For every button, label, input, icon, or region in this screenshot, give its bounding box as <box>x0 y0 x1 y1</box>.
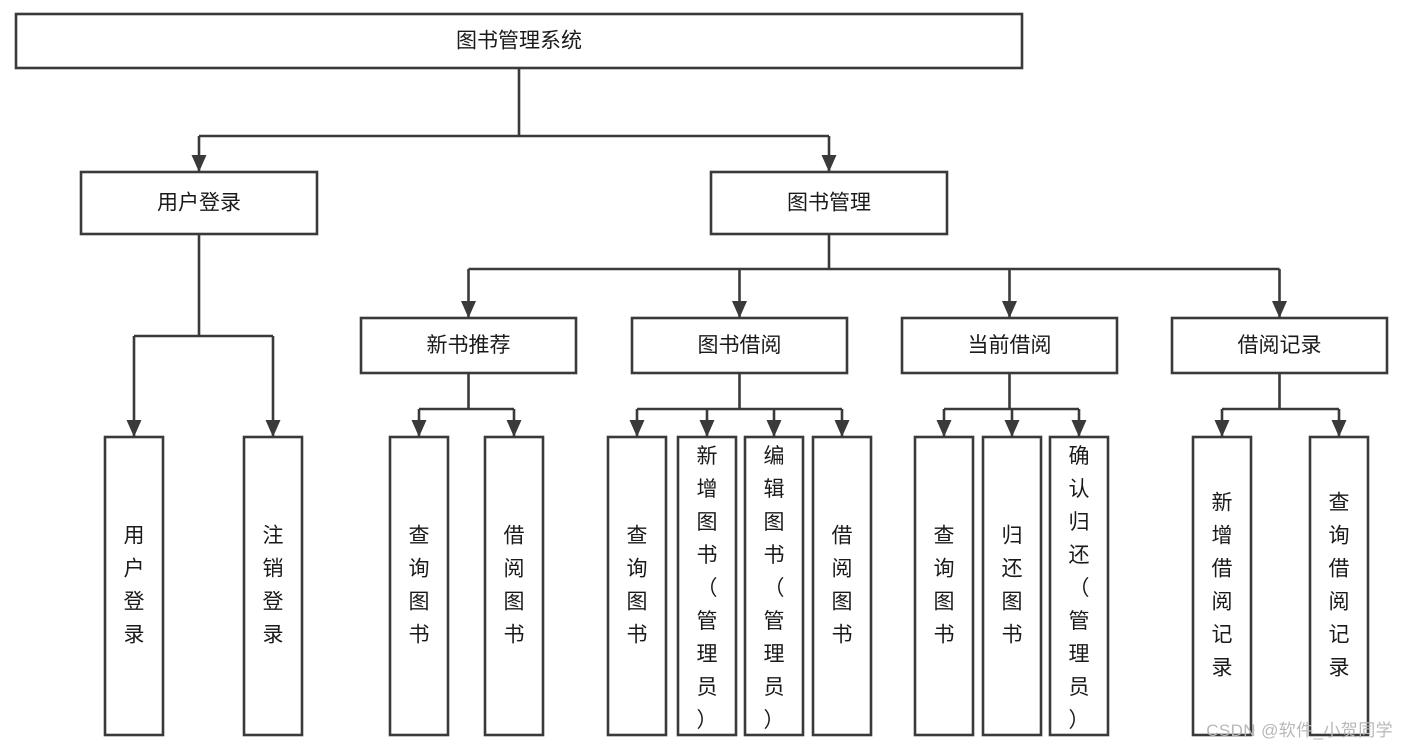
node-box-leaf-borrow-edit <box>743 435 805 737</box>
node-leaf-borrow-query[interactable]: 查询图书 <box>606 435 668 737</box>
node-box-book-manage <box>709 170 949 236</box>
node-leaf-rec-add[interactable]: 新增借阅记录 <box>1191 435 1253 737</box>
node-root[interactable]: 图书管理系统 <box>14 12 1024 70</box>
arrow-head-icon <box>936 420 952 437</box>
node-leaf-borrow-add[interactable]: 新增图书（管理员） <box>676 435 738 737</box>
arrow-head-icon <box>1004 420 1020 437</box>
arrow-head-icon <box>834 420 850 437</box>
arrow-head-icon <box>461 301 476 318</box>
node-box-user-login <box>79 170 319 236</box>
node-leaf-rec-query[interactable]: 查询图书 <box>388 435 450 737</box>
node-leaf-cur-return[interactable]: 归还图书 <box>981 435 1043 737</box>
node-label-leaf-borrow-lend: 借阅图书 <box>832 524 853 646</box>
watermark: CSDN @软件_小贺同学 <box>1206 721 1393 740</box>
edge-group-root <box>191 68 837 172</box>
node-book-manage[interactable]: 图书管理 <box>709 170 949 236</box>
node-box-leaf-cur-query <box>913 435 975 737</box>
node-leaf-cur-query[interactable]: 查询图书 <box>913 435 975 737</box>
node-box-leaf-rec-search <box>1308 435 1370 737</box>
node-label-new-book-rec: 新书推荐 <box>427 334 511 357</box>
node-label-root: 图书管理系统 <box>456 30 582 53</box>
edge-group-user-login <box>126 234 281 437</box>
node-label-leaf-cur-query: 查询图书 <box>934 524 955 646</box>
node-box-leaf-rec-add <box>1191 435 1253 737</box>
node-label-leaf-borrow-query: 查询图书 <box>627 524 648 646</box>
node-label-leaf-rec-query: 查询图书 <box>409 524 430 646</box>
node-box-root <box>14 12 1024 70</box>
node-box-leaf-borrow-add <box>676 435 738 737</box>
node-box-leaf-rec-borrow <box>483 435 545 737</box>
node-label-leaf-cur-return: 归还图书 <box>1002 524 1023 646</box>
node-label-user-login: 用户登录 <box>157 192 241 215</box>
node-borrow-record[interactable]: 借阅记录 <box>1170 316 1389 375</box>
arrow-head-icon <box>1002 301 1017 318</box>
arrow-head-icon <box>629 420 645 437</box>
node-label-book-borrow: 图书借阅 <box>698 334 782 357</box>
node-box-leaf-user-login <box>103 435 165 737</box>
arrow-head-icon <box>1214 420 1230 437</box>
node-box-leaf-rec-query <box>388 435 450 737</box>
node-label-leaf-rec-borrow: 借阅图书 <box>504 524 525 646</box>
node-label-leaf-cur-confirm: 确认归还（管理员） <box>1069 445 1090 732</box>
node-box-leaf-borrow-query <box>606 435 668 737</box>
arrow-head-icon <box>1071 420 1087 437</box>
node-box-borrow-record <box>1170 316 1389 375</box>
node-label-borrow-record: 借阅记录 <box>1238 334 1322 357</box>
node-new-book-rec[interactable]: 新书推荐 <box>359 316 578 375</box>
arrow-head-icon <box>821 155 837 172</box>
arrow-head-icon <box>699 420 715 437</box>
node-label-current-borrow: 当前借阅 <box>968 334 1052 357</box>
node-leaf-borrow-lend[interactable]: 借阅图书 <box>811 435 873 737</box>
node-leaf-user-logout[interactable]: 注销登录 <box>242 435 304 737</box>
node-box-new-book-rec <box>359 316 578 375</box>
arrow-head-icon <box>191 155 207 172</box>
edge-group-book-borrow <box>629 373 850 437</box>
arrow-head-icon <box>411 420 427 437</box>
node-box-leaf-borrow-lend <box>811 435 873 737</box>
arrow-head-icon <box>265 420 281 437</box>
node-current-borrow[interactable]: 当前借阅 <box>900 316 1119 375</box>
node-book-borrow[interactable]: 图书借阅 <box>630 316 849 375</box>
node-label-leaf-borrow-edit: 编辑图书（管理员） <box>764 445 785 732</box>
edge-group-current-borrow <box>936 373 1087 437</box>
node-leaf-rec-search[interactable]: 查询借阅记录 <box>1308 435 1370 737</box>
node-leaf-borrow-edit[interactable]: 编辑图书（管理员） <box>743 435 805 737</box>
node-leaf-cur-confirm[interactable]: 确认归还（管理员） <box>1048 435 1110 737</box>
arrow-head-icon <box>1272 301 1287 318</box>
node-leaf-rec-borrow[interactable]: 借阅图书 <box>483 435 545 737</box>
node-label-leaf-rec-search: 查询借阅记录 <box>1329 491 1350 679</box>
node-label-leaf-user-login: 用户登录 <box>124 524 145 646</box>
arrow-head-icon <box>1331 420 1347 437</box>
node-leaf-user-login[interactable]: 用户登录 <box>103 435 165 737</box>
node-label-book-manage: 图书管理 <box>787 192 871 215</box>
arrow-head-icon <box>126 420 142 437</box>
node-box-leaf-cur-confirm <box>1048 435 1110 737</box>
arrow-head-icon <box>766 420 782 437</box>
node-user-login[interactable]: 用户登录 <box>79 170 319 236</box>
node-box-leaf-user-logout <box>242 435 304 737</box>
node-label-leaf-user-logout: 注销登录 <box>263 524 284 646</box>
node-label-leaf-rec-add: 新增借阅记录 <box>1212 491 1233 679</box>
node-box-current-borrow <box>900 316 1119 375</box>
nodes-layer: 图书管理系统用户登录图书管理新书推荐图书借阅当前借阅借阅记录用户登录注销登录查询… <box>14 12 1389 737</box>
edge-group-book-manage <box>461 234 1287 318</box>
arrow-head-icon <box>732 301 747 318</box>
node-box-book-borrow <box>630 316 849 375</box>
node-box-leaf-cur-return <box>981 435 1043 737</box>
edge-group-borrow-record <box>1214 373 1347 437</box>
edge-group-new-book-rec <box>411 373 522 437</box>
arrow-head-icon <box>506 420 522 437</box>
edges-layer <box>126 68 1347 437</box>
node-label-leaf-borrow-add: 新增图书（管理员） <box>697 445 718 732</box>
